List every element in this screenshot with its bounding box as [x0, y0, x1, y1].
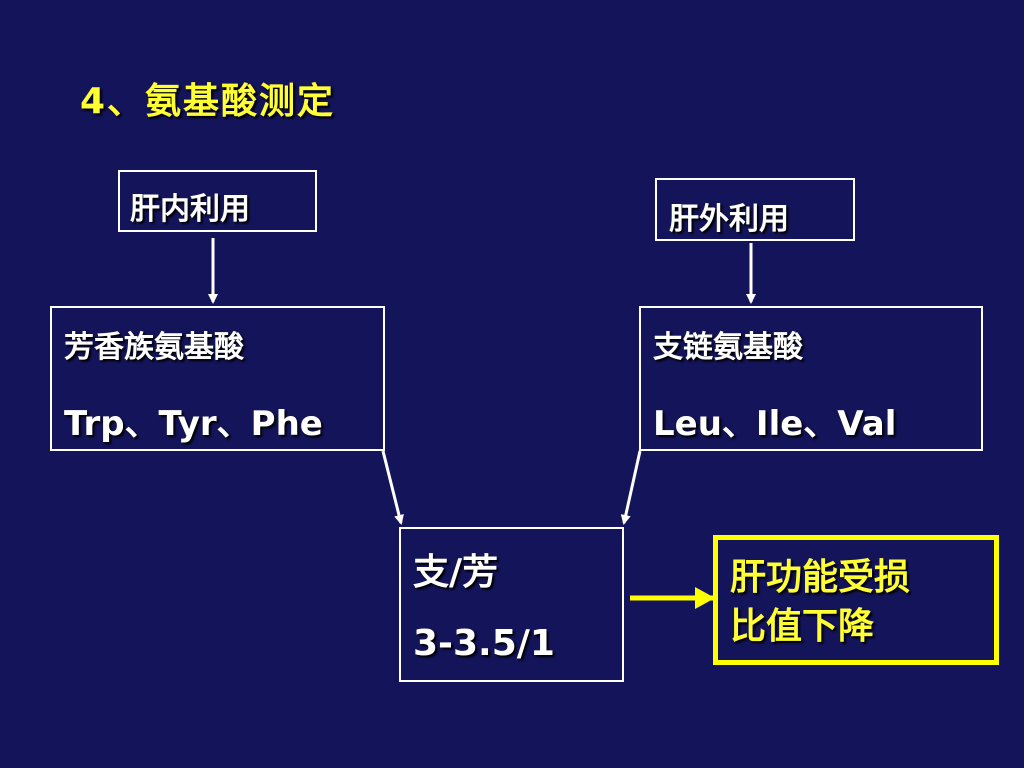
liver-external-use-label: 肝外利用 — [669, 202, 789, 237]
liver-damage-box: 肝功能受损 比值下降 — [713, 535, 999, 665]
aromatic-amino-acids-label: 芳香族氨基酸 — [64, 330, 244, 365]
ratio-value: 3-3.5/1 — [413, 623, 555, 664]
liver-external-use-box: 肝外利用 — [655, 178, 855, 241]
branched-chain-amino-acids-box: 支链氨基酸 Leu、Ile、Val — [639, 306, 983, 451]
branched-chain-amino-acids-label: 支链氨基酸 — [653, 330, 803, 365]
aromatic-amino-acids-box: 芳香族氨基酸 Trp、Tyr、Phe — [50, 306, 385, 451]
page-title: 4、氨基酸测定 — [80, 81, 336, 122]
liver-damage-line1: 肝功能受损 — [730, 557, 911, 598]
arrow-aromatic-to-ratio — [381, 450, 404, 525]
branched-chain-amino-acids-members: Leu、Ile、Val — [653, 404, 897, 444]
liver-damage-line2: 比值下降 — [730, 605, 875, 647]
arrow-branched-to-ratio — [620, 450, 642, 525]
liver-internal-use-box: 肝内利用 — [118, 170, 317, 232]
ratio-label: 支/芳 — [413, 552, 499, 593]
aromatic-amino-acids-members: Trp、Tyr、Phe — [64, 404, 323, 444]
liver-internal-use-label: 肝内利用 — [130, 192, 250, 227]
ratio-box: 支/芳 3-3.5/1 — [399, 527, 624, 682]
